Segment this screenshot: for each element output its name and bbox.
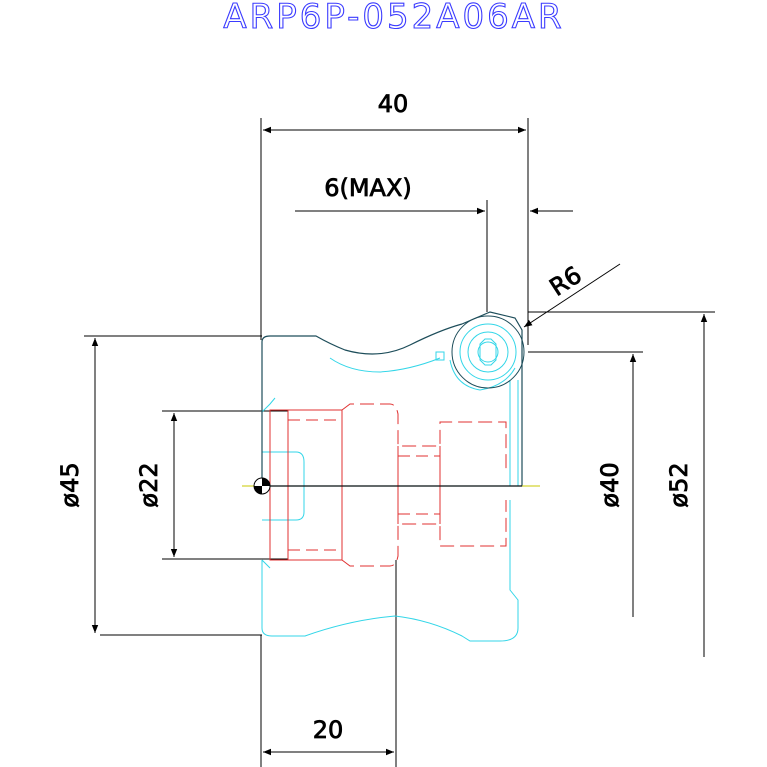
- dimension-label-dia-45: ø45: [56, 462, 84, 507]
- center-mark-icon: [253, 477, 271, 495]
- dimension-dia-45: ø45: [56, 335, 262, 636]
- insert-pocket: [261, 311, 523, 487]
- dimension-label-20: 20: [313, 716, 344, 744]
- dimension-width-20: 20: [260, 560, 397, 767]
- drawing-title: ARP6P-052A06AR: [223, 0, 564, 37]
- dimension-label-40: 40: [378, 90, 409, 118]
- round-insert: [435, 315, 525, 389]
- arbor-profile: [269, 403, 507, 567]
- cutter-body: [261, 340, 519, 642]
- dimension-label-dia-40: ø40: [596, 462, 624, 507]
- dimension-dia-22: ø22: [135, 410, 288, 560]
- dimension-radius: R6: [523, 260, 621, 328]
- dimension-width-40: 40: [260, 90, 529, 345]
- dimension-label-dia-52: ø52: [665, 462, 693, 507]
- dimension-label-dia-22: ø22: [135, 462, 163, 507]
- dimension-dia-52: ø52: [528, 311, 715, 657]
- dimension-max-offset: 6(MAX): [295, 174, 573, 312]
- dimension-dia-40: ø40: [528, 351, 643, 617]
- dimension-label-max-offset: 6(MAX): [324, 174, 412, 202]
- dimension-label-radius: R6: [545, 261, 587, 302]
